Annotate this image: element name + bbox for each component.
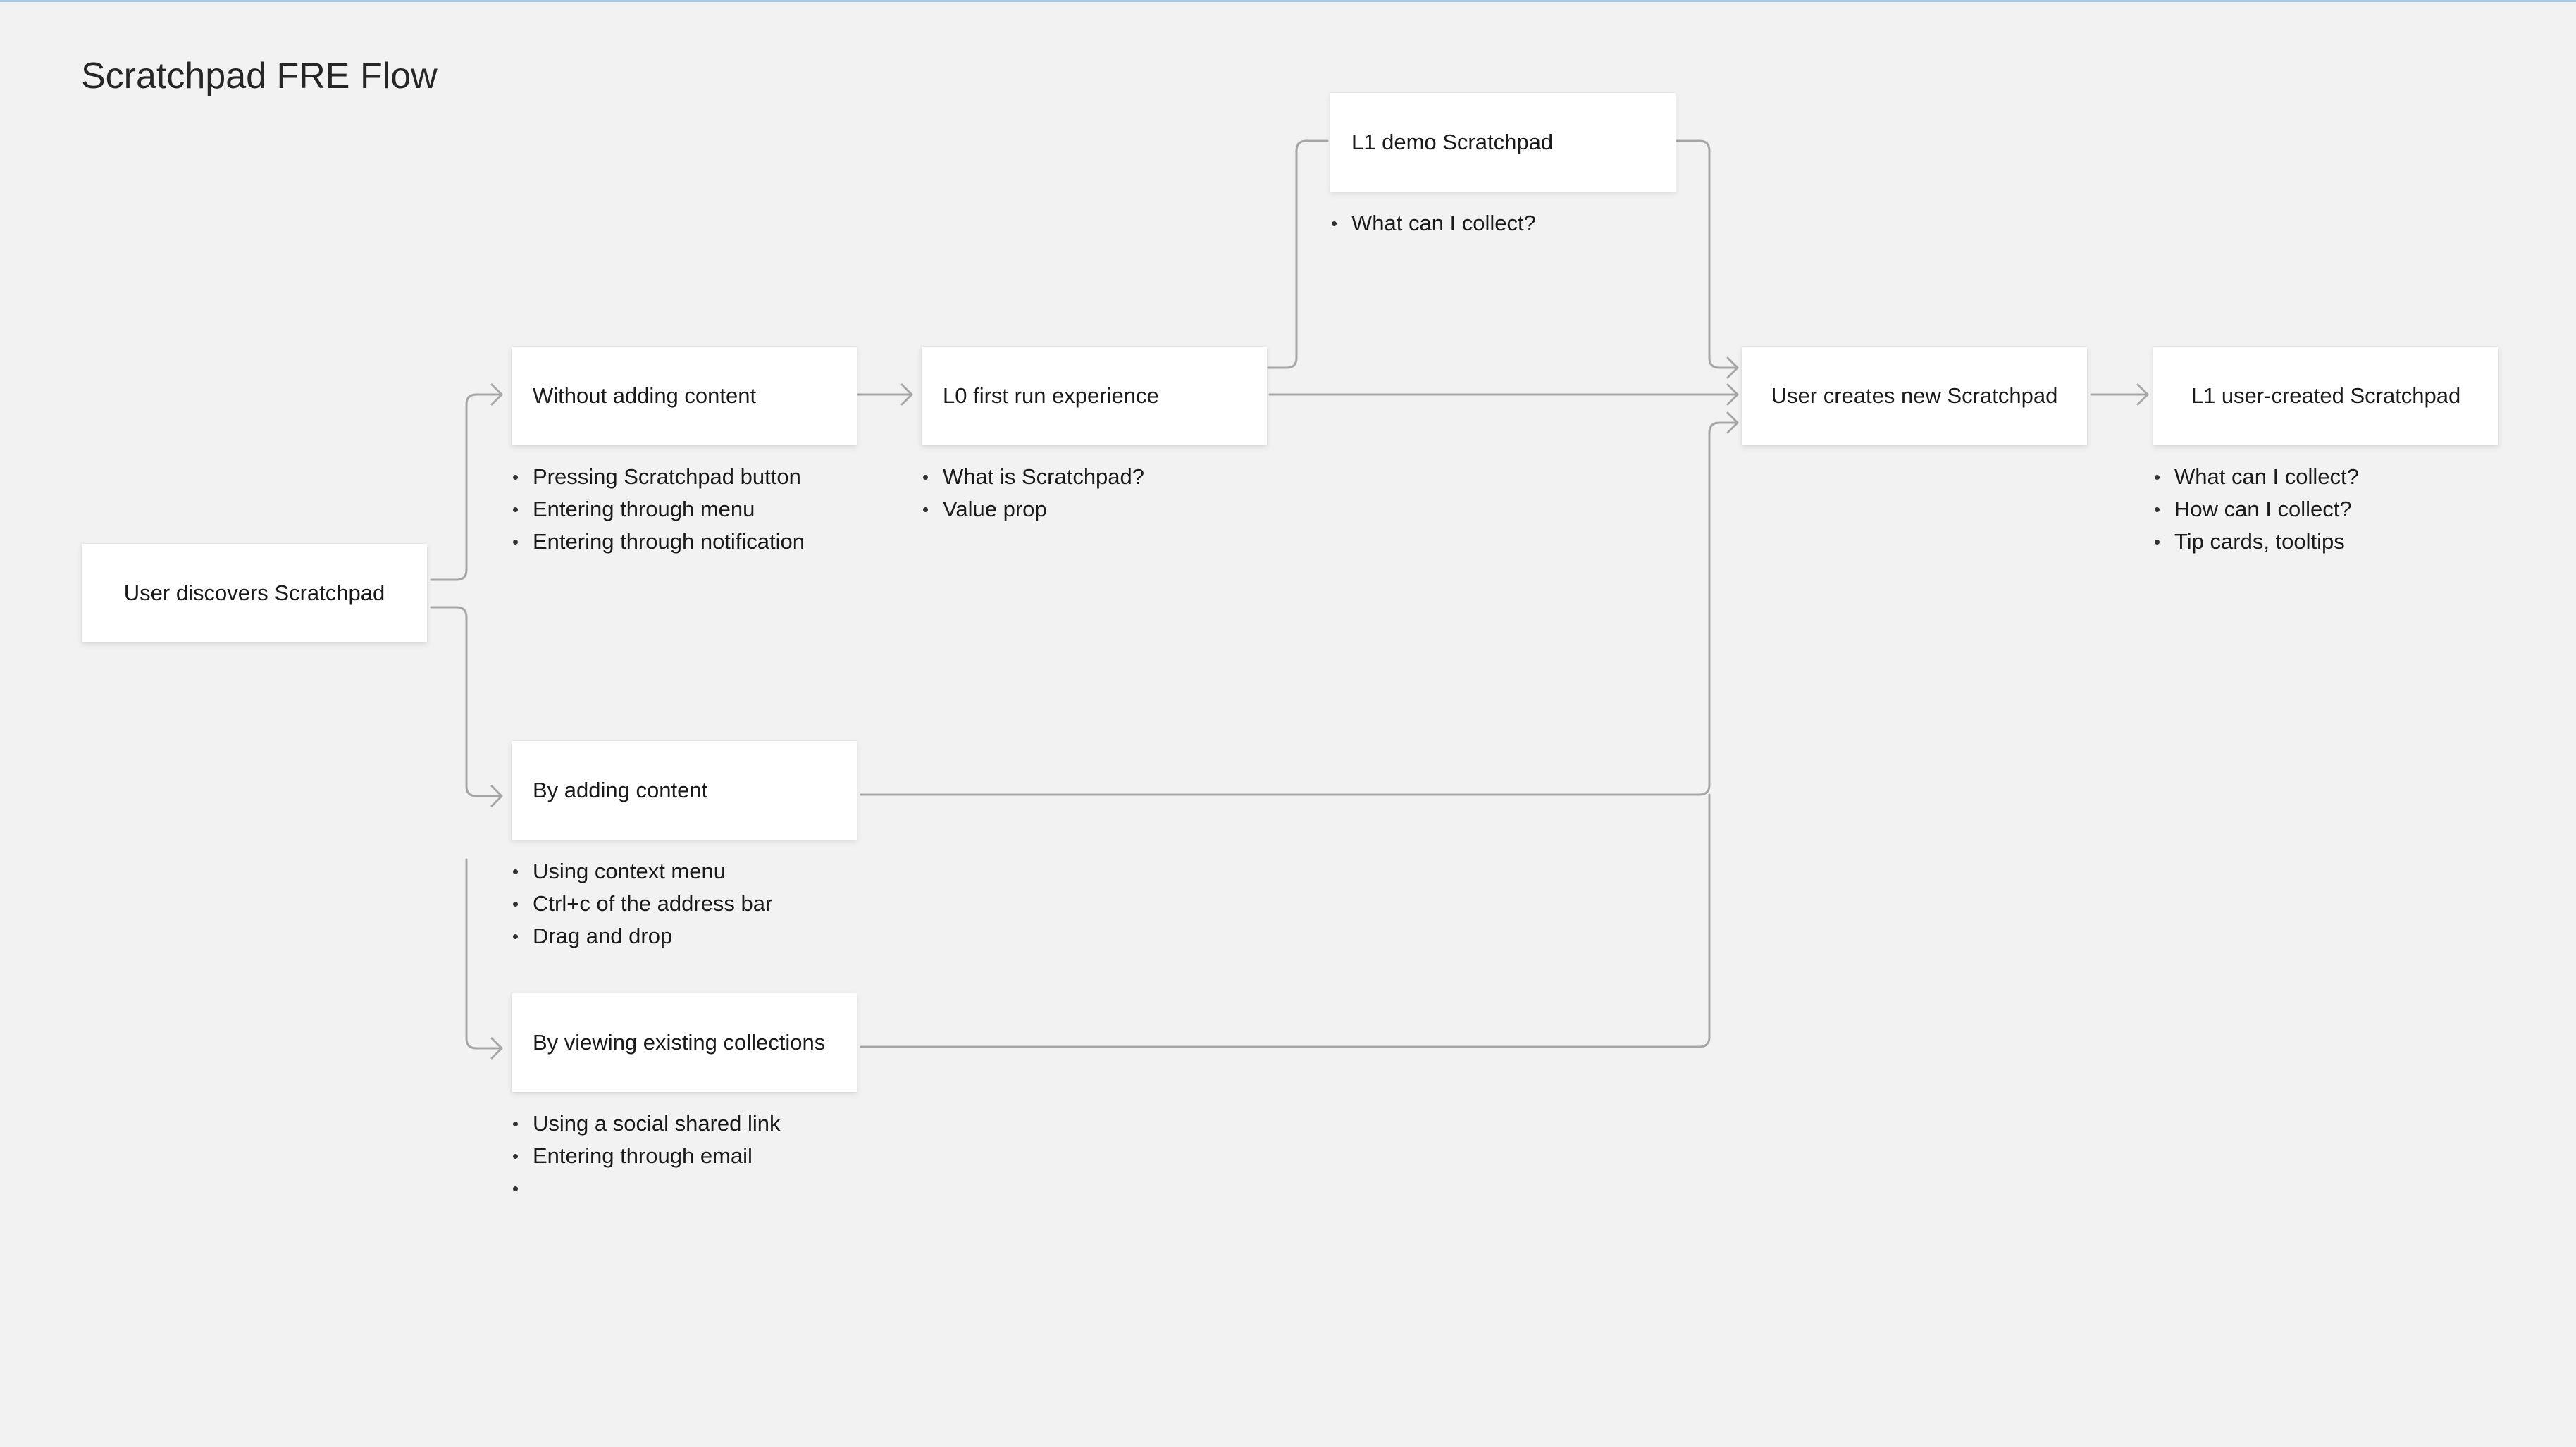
node-label: L1 demo Scratchpad [1351, 130, 1554, 154]
node-label: User creates new Scratchpad [1771, 383, 2058, 408]
connector-discover-to-adding [430, 606, 503, 797]
connector-adding-to-creates [860, 421, 1739, 796]
by-adding-content-bullets: Using context menu Ctrl+c of the address… [512, 855, 772, 952]
connector-l0-to-l1demo [1267, 139, 1329, 369]
list-item: Entering through email [512, 1140, 781, 1172]
node-user-creates[interactable]: User creates new Scratchpad [1742, 347, 2087, 445]
list-item: Using context menu [512, 855, 772, 888]
connector-discover-to-without [430, 393, 503, 581]
list-item: Ctrl+c of the address bar [512, 888, 772, 920]
node-by-viewing-collections[interactable]: By viewing existing collections [512, 993, 857, 1092]
node-by-adding-content[interactable]: By adding content [512, 741, 857, 840]
arrowhead-l1user [2136, 383, 2149, 406]
arrowhead-creates-top [1726, 356, 1739, 379]
node-l1-user-created[interactable]: L1 user-created Scratchpad [2153, 347, 2498, 445]
node-user-discovers[interactable]: User discovers Scratchpad [82, 544, 427, 642]
node-label: By adding content [533, 778, 708, 802]
connector-viewing-to-creates [860, 793, 1711, 1048]
list-item: Entering through menu [512, 493, 805, 526]
page-title: Scratchpad FRE Flow [81, 56, 438, 97]
list-item: Entering through notification [512, 526, 805, 558]
node-label: User discovers Scratchpad [123, 580, 385, 605]
without-adding-content-bullets: Pressing Scratchpad button Entering thro… [512, 461, 805, 558]
node-label: By viewing existing collections [533, 1030, 826, 1055]
node-l0-first-run[interactable]: L0 first run experience [922, 347, 1267, 445]
arrowhead-creates-mid [1726, 383, 1739, 406]
top-border [0, 0, 2576, 2]
by-viewing-collections-bullets: Using a social shared link Entering thro… [512, 1107, 781, 1205]
connector-discover-to-viewing [465, 858, 503, 1050]
l1-user-created-bullets: What can I collect? How can I collect? T… [2153, 461, 2359, 558]
list-item: Drag and drop [512, 920, 772, 952]
list-item: How can I collect? [2153, 493, 2359, 526]
node-without-adding-content[interactable]: Without adding content [512, 347, 857, 445]
arrowhead-adding [490, 785, 503, 807]
node-l1-demo-scratchpad[interactable]: L1 demo Scratchpad [1330, 93, 1676, 192]
connector-l1demo-to-creates [1676, 139, 1739, 369]
node-label: L0 first run experience [943, 383, 1159, 408]
list-item: What can I collect? [2153, 461, 2359, 493]
list-item: Value prop [922, 493, 1144, 526]
node-label: L1 user-created Scratchpad [2191, 383, 2461, 408]
l0-first-run-bullets: What is Scratchpad? Value prop [922, 461, 1144, 526]
node-label: Without adding content [533, 383, 757, 408]
list-item: What can I collect? [1330, 207, 1536, 240]
arrowhead-l0 [900, 383, 913, 406]
l1-demo-bullets: What can I collect? [1330, 207, 1536, 240]
list-item: Pressing Scratchpad button [512, 461, 805, 493]
list-item: What is Scratchpad? [922, 461, 1144, 493]
arrowhead-creates-bottom [1726, 411, 1739, 434]
arrowhead-viewing [490, 1037, 503, 1060]
list-item [512, 1172, 781, 1205]
list-item: Using a social shared link [512, 1107, 781, 1140]
arrowhead-without [490, 383, 503, 406]
list-item: Tip cards, tooltips [2153, 526, 2359, 558]
